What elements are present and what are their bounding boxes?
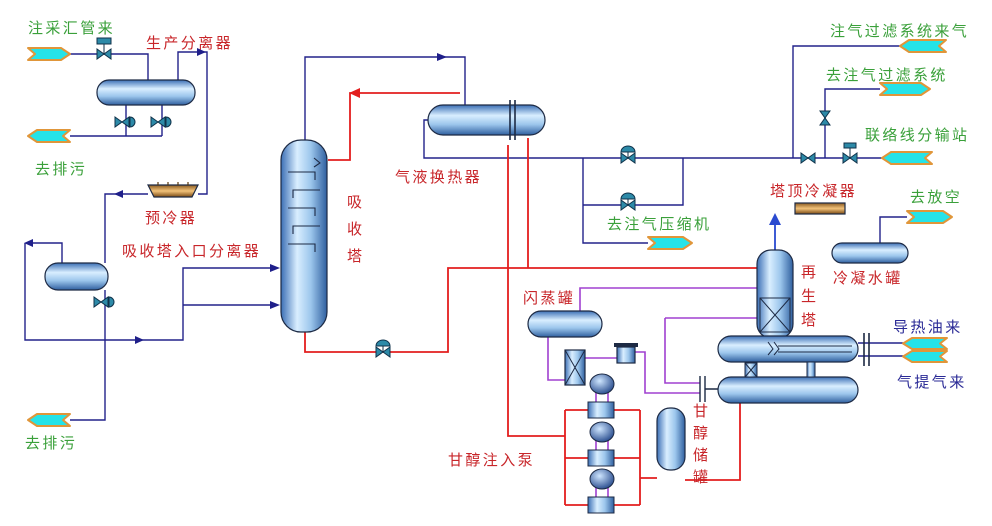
label-from-injection-filter: 注气过滤系统来气	[830, 22, 969, 40]
gas-lines	[24, 45, 907, 421]
overhead-condenser	[794, 202, 846, 215]
condensate-drum-vent-line	[879, 216, 907, 243]
carbon-filter	[614, 343, 638, 364]
compressor-branch-line	[582, 158, 648, 244]
rich-glycol-from-absorber-line	[304, 267, 757, 353]
carbon-filter-outlet-line	[635, 351, 700, 394]
flow-arrows	[24, 48, 781, 344]
connector-inlet-header	[27, 47, 71, 61]
dry-gas-line	[423, 119, 882, 159]
glycol-pump-2	[587, 421, 615, 467]
arrow-right	[270, 264, 280, 272]
regenerator-to-reboiler-line	[664, 318, 700, 384]
filter-line-valve	[819, 110, 831, 126]
label-gas-liquid-exchanger: 气液换热器	[395, 168, 482, 186]
label-inlet-header: 注采汇管来	[28, 19, 115, 37]
compressor-bypass-line	[583, 158, 684, 206]
glycol-pump-3	[587, 468, 615, 514]
label-regenerator: 再生塔	[799, 264, 817, 336]
gas-liquid-heat-exchanger	[427, 100, 546, 140]
filter-inlet-gas-line	[792, 45, 900, 158]
inlet-header-line	[70, 53, 149, 80]
arrow-right	[437, 53, 447, 61]
label-tie-line-station: 联络线分输站	[865, 126, 969, 144]
condensate-drum	[831, 242, 909, 264]
reboiler-upper	[717, 333, 870, 366]
label-absorber: 吸收塔	[345, 194, 363, 275]
dry-gas-block-valve	[800, 152, 816, 164]
production-separator-gas-outlet-line	[177, 51, 208, 195]
pump-discharge-to-exchanger-line	[507, 145, 565, 437]
label-condensate-drum: 冷凝水罐	[833, 269, 903, 287]
connector-to-compressor	[647, 236, 693, 250]
label-stripping-gas-in: 气提气来	[897, 373, 967, 391]
label-glycol-injection-pump: 甘醇注入泵	[448, 451, 535, 469]
absorber-overhead-line	[304, 56, 466, 140]
connector-tie-line-station	[881, 151, 933, 165]
connector-to-vent	[906, 210, 953, 224]
absorber-feed-line	[24, 243, 276, 341]
reboiler-connector-packing	[744, 361, 816, 378]
drain-valve-a	[114, 116, 136, 128]
production-separator	[96, 79, 196, 106]
label-flash-tank: 闪蒸罐	[523, 289, 575, 307]
arrow-right	[135, 336, 144, 344]
arrow-right	[197, 48, 206, 56]
dry-gas-control-valve	[620, 145, 636, 164]
label-to-injection-filter: 去注气过滤系统	[826, 66, 948, 84]
label-to-vent: 去放空	[910, 188, 962, 206]
arrow-up	[769, 213, 781, 225]
glycol-lines	[304, 92, 757, 506]
arrow-right	[270, 301, 280, 309]
precooler	[147, 182, 199, 198]
connector-heat-oil-b	[902, 350, 948, 363]
inlet-separator-drain-line	[70, 290, 106, 421]
rich-glycol-lines	[547, 287, 757, 394]
bypass-control-valve	[620, 192, 636, 211]
flash-tank-to-regenerator-line	[579, 287, 757, 311]
arrow-left	[114, 190, 123, 198]
inlet-separator-drain-valve	[93, 296, 115, 308]
label-overhead-condenser: 塔顶冷凝器	[770, 182, 857, 200]
label-drain-bottom: 去排污	[25, 434, 77, 452]
precooler-outlet-line	[104, 193, 148, 263]
inlet-control-valve	[96, 37, 112, 60]
regenerator-column	[756, 249, 794, 339]
connector-heat-oil-a	[902, 337, 948, 350]
connector-to-injection-filter	[879, 82, 931, 96]
inlet-separator-gas-line	[30, 242, 63, 263]
label-drain-top: 去排污	[35, 160, 87, 178]
reboiler-to-storage-line	[685, 403, 741, 481]
label-heat-oil-in: 导热油来	[893, 318, 963, 336]
label-precooler: 预冷器	[145, 209, 197, 227]
flash-tank-to-filter-line	[547, 337, 565, 381]
lean-glycol-to-absorber-line	[328, 92, 460, 161]
tie-line-control-valve	[842, 142, 858, 164]
flash-tank	[527, 310, 603, 338]
reboiler-lower	[699, 376, 859, 404]
connector-from-injection-filter	[899, 39, 947, 53]
absorber-inlet-separator	[44, 262, 109, 291]
drain-valve-b	[150, 116, 172, 128]
label-to-injection-compressor: 去注气压缩机	[607, 215, 711, 233]
mechanical-filter	[564, 349, 586, 386]
label-glycol-storage-tank: 甘醇储罐	[691, 403, 709, 491]
glycol-storage-tank	[656, 407, 686, 471]
rich-glycol-level-valve	[375, 339, 391, 358]
arrow-left	[24, 239, 33, 247]
label-production-separator: 生产分离器	[146, 34, 233, 52]
connector-drain-bottom	[27, 413, 71, 427]
glycol-pump-1	[587, 373, 615, 419]
connector-drain-top	[27, 129, 71, 143]
label-absorber-inlet-separator: 吸收塔入口分离器	[122, 242, 261, 260]
absorber-column	[280, 139, 328, 333]
to-filter-line	[824, 88, 880, 158]
